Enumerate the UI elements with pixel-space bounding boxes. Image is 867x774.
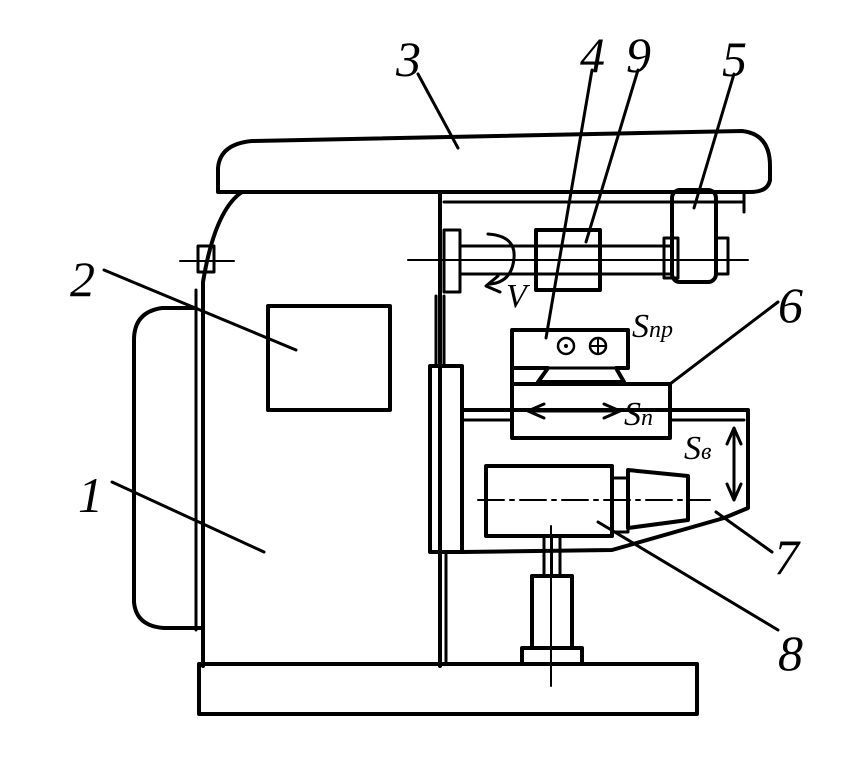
arbor-support-bearing <box>670 188 718 284</box>
callout-3: 3 <box>396 31 421 87</box>
milling-cutter <box>534 228 602 292</box>
rotation-label: V <box>506 278 527 315</box>
vertical-feed-label: Sв <box>684 432 711 466</box>
column-bolt <box>196 244 216 274</box>
transverse-feed-symbol: S <box>632 308 649 345</box>
vertical-feed-symbol: S <box>684 430 701 467</box>
knee <box>460 408 750 554</box>
vertical-feed-head-up <box>725 426 743 446</box>
leader-5 <box>692 72 736 210</box>
leader-1 <box>110 480 266 554</box>
rotation-arrow <box>486 232 516 286</box>
column-body <box>201 190 442 668</box>
leader-2 <box>102 268 298 352</box>
leader-9 <box>584 68 640 244</box>
work-table <box>510 328 630 386</box>
knee-slide-block <box>428 364 464 554</box>
transverse-feed-subscript: пр <box>649 317 673 343</box>
leader-7 <box>714 510 774 554</box>
longitudinal-arrow-left <box>526 402 546 420</box>
support-foot <box>520 646 584 666</box>
motor-housing <box>132 306 202 630</box>
leader-4 <box>544 68 594 340</box>
feed-gearbox <box>484 464 614 538</box>
arbor-support-collar <box>662 236 680 280</box>
rotation-arrowhead <box>484 274 502 294</box>
callout-2: 2 <box>70 251 95 307</box>
callout-1: 1 <box>78 467 103 523</box>
gearbox-cone <box>626 468 690 530</box>
callout-4: 4 <box>580 27 605 83</box>
callout-7: 7 <box>774 529 799 585</box>
vertical-feed-subscript: в <box>701 439 712 465</box>
tee-slot-dot-icon <box>556 336 576 356</box>
overarm <box>216 129 772 194</box>
longitudinal-feed-symbol: S <box>624 396 641 433</box>
longitudinal-feed-label: Sп <box>624 398 653 432</box>
callout-9: 9 <box>626 27 651 83</box>
callout-8: 8 <box>778 625 803 681</box>
leader-8 <box>596 520 780 632</box>
tee-slot-dot-center <box>564 344 568 348</box>
longitudinal-feed-subscript: п <box>641 405 653 431</box>
arbor-nut <box>714 236 730 276</box>
callout-5: 5 <box>722 31 747 87</box>
leader-3 <box>416 72 460 150</box>
vertical-feed-head-down <box>725 482 743 502</box>
gearbox-flange <box>610 476 630 534</box>
transverse-feed-label: Sпр <box>632 310 673 344</box>
callout-6: 6 <box>778 277 803 333</box>
longitudinal-arrow-right <box>602 402 622 420</box>
column-window <box>266 304 392 412</box>
leader-6 <box>668 300 780 386</box>
base-plate <box>197 662 699 716</box>
